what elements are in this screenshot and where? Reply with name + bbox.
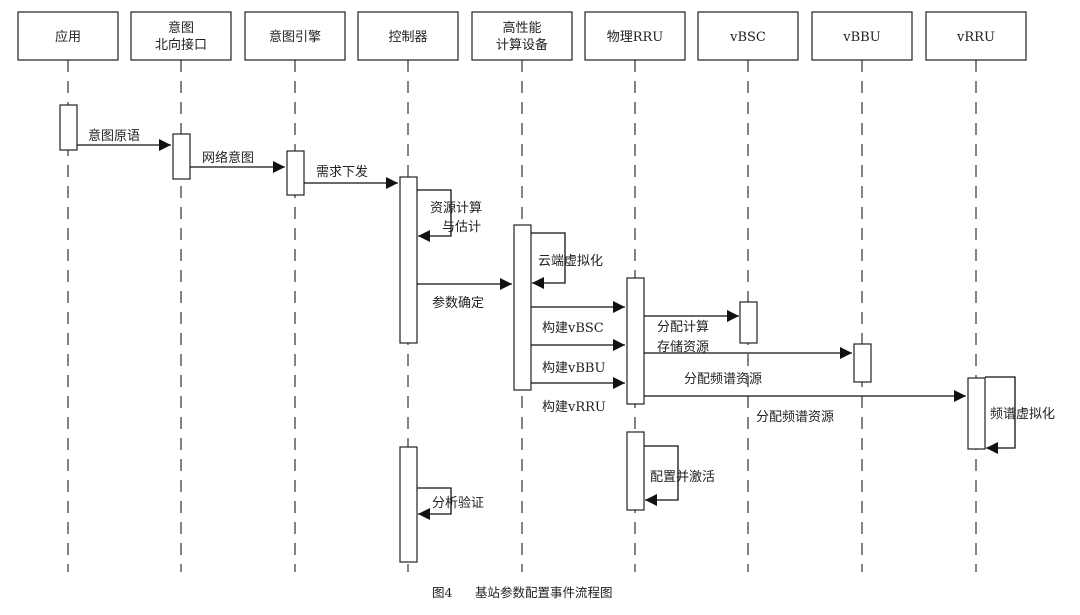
participant-label-app: 应用 [55, 29, 81, 45]
participant-box-engine [244, 11, 346, 61]
participant-box-ctrl [357, 11, 459, 61]
message-label-m8: 存储资源 [657, 340, 709, 355]
activation-vrru [967, 377, 986, 450]
message-label-m9: 构建vBBU [542, 361, 605, 376]
participant-box-vbsc [697, 11, 799, 61]
figure-title: 基站参数配置事件流程图 [475, 585, 613, 600]
message-label-m4: 资源计算 [430, 201, 482, 216]
participant-label-vbsc: vBSC [729, 30, 766, 45]
arrow-m14 [644, 445, 679, 506]
activation-app [59, 104, 78, 151]
message-label-m12: 分配频谱资源 [756, 410, 834, 425]
activation-engine [286, 150, 305, 196]
activation-vbbu [853, 343, 872, 383]
message-label-m3: 需求下发 [316, 164, 368, 180]
activation-prru [626, 431, 645, 511]
arrow-m15 [417, 487, 452, 520]
participant-label-nbi: 北向接口 [155, 37, 207, 53]
participant-box-hpc [471, 11, 573, 61]
arrow-m13 [985, 376, 1016, 454]
activation-hpc [513, 224, 532, 391]
participant-label-engine: 意图引擎 [269, 29, 321, 45]
message-label-m4: 与估计 [442, 220, 481, 235]
message-label-m6: 参数确定 [432, 295, 484, 311]
participant-label-vrru: vRRU [956, 30, 995, 45]
figure-number: 图4 [432, 585, 453, 600]
participant-box-prru [584, 11, 686, 61]
activation-prru [626, 277, 645, 405]
message-label-m11: 构建vRRU [542, 400, 606, 415]
participant-box-vrru [925, 11, 1027, 61]
participant-box-nbi [130, 11, 232, 61]
participant-box-vbbu [811, 11, 913, 61]
participant-label-hpc: 高性能 [502, 20, 541, 36]
participant-label-nbi: 意图 [168, 20, 194, 36]
message-label-m7: 构建vBSC [542, 321, 604, 336]
arrow-m4 [417, 189, 452, 242]
message-label-m10: 分配频谱资源 [684, 372, 762, 387]
message-label-m5: 云端虚拟化 [538, 254, 603, 269]
participant-label-prru: 物理RRU [607, 30, 664, 45]
activation-ctrl [399, 446, 418, 563]
activation-nbi [172, 133, 191, 180]
participant-box-app [17, 11, 119, 61]
activation-ctrl [399, 176, 418, 344]
message-label-m14: 配置并激活 [650, 470, 715, 485]
activation-vbsc [739, 301, 758, 344]
message-label-m8: 分配计算 [657, 320, 709, 335]
arrow-m5 [531, 232, 566, 289]
participant-label-vbbu: vBBU [842, 30, 880, 45]
message-label-m13: 频谱虚拟化 [990, 407, 1055, 422]
participant-label-ctrl: 控制器 [388, 30, 427, 45]
participant-label-hpc: 计算设备 [496, 37, 548, 53]
message-label-m2: 网络意图 [202, 150, 254, 166]
message-label-m15: 分析验证 [432, 495, 484, 511]
message-label-m1: 意图原语 [88, 128, 140, 144]
